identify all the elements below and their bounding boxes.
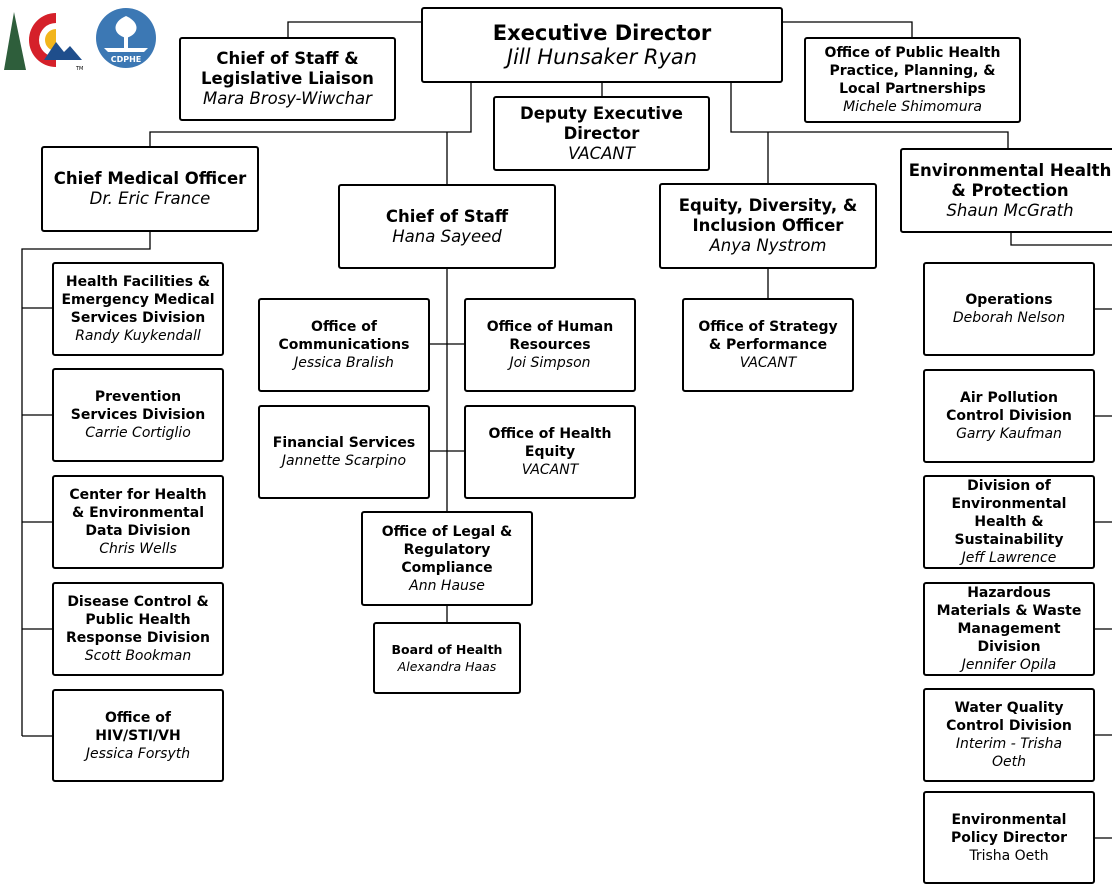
environmental-policy-director-name: Trisha Oeth (969, 847, 1049, 864)
public-health-practice-name: Michele Shimomura (843, 99, 982, 115)
hiv-sti-vh-box[interactable]: Office of HIV/STI/VH Jessica Forsyth (52, 689, 224, 782)
chief-of-staff-legislative-name: Mara Brosy-Wiwchar (203, 89, 372, 108)
human-resources-title: Office of Human Resources (486, 319, 614, 353)
health-environmental-data-box[interactable]: Center for Health & Environmental Data D… (52, 475, 224, 569)
legal-regulatory-box[interactable]: Office of Legal & Regulatory Compliance … (361, 511, 533, 606)
chief-of-staff-title: Chief of Staff (385, 206, 509, 226)
hiv-sti-vh-name: Jessica Forsyth (85, 745, 191, 762)
operations-title: Operations (965, 292, 1053, 308)
health-facilities-ems-name: Randy Kuykendall (75, 328, 201, 344)
hazardous-materials-title: Hazardous Materials & Waste Management D… (936, 585, 1082, 655)
deputy-director-title: Deputy Executive Director (520, 103, 683, 143)
board-of-health-name: Alexandra Haas (397, 659, 497, 674)
logo-group: TM CDPHE (4, 4, 164, 72)
environmental-health-sustainability-title: Division of Environmental Health & Susta… (951, 478, 1067, 548)
health-equity-box[interactable]: Office of Health Equity VACANT (464, 405, 636, 499)
disease-control-title: Disease Control & Public Health Response… (66, 594, 210, 646)
environmental-policy-director-title: Environmental Policy Director (950, 811, 1068, 846)
board-of-health-box[interactable]: Board of Health Alexandra Haas (373, 622, 521, 694)
board-of-health-title: Board of Health (391, 642, 503, 657)
health-equity-title: Office of Health Equity (488, 426, 612, 460)
communications-title: Office of Communications (278, 319, 410, 353)
human-resources-box[interactable]: Office of Human Resources Joi Simpson (464, 298, 636, 392)
equity-diversity-inclusion-box[interactable]: Equity, Diversity, & Inclusion Officer A… (659, 183, 877, 269)
water-quality-control-box[interactable]: Water Quality Control Division Interim -… (923, 688, 1095, 782)
health-equity-name: VACANT (521, 462, 579, 478)
disease-control-box[interactable]: Disease Control & Public Health Response… (52, 582, 224, 676)
chief-of-staff-box[interactable]: Chief of Staff Hana Sayeed (338, 184, 556, 269)
prevention-services-name: Carrie Cortiglio (85, 425, 191, 441)
chief-of-staff-legislative-title: Chief of Staff & Legislative Liaison (201, 49, 374, 88)
health-facilities-ems-title: Health Facilities & Emergency Medical Se… (61, 274, 215, 326)
health-environmental-data-name: Chris Wells (99, 541, 177, 557)
environmental-health-protection-title: Environmental Health & Protection (908, 160, 1112, 200)
colorado-state-logo-icon: TM (4, 10, 86, 72)
chief-of-staff-name: Hana Sayeed (392, 226, 502, 246)
executive-director-title: Executive Director (492, 20, 712, 45)
prevention-services-title: Prevention Services Division (70, 389, 206, 423)
chief-of-staff-legislative-box[interactable]: Chief of Staff & Legislative Liaison Mar… (179, 37, 396, 121)
legal-regulatory-title: Office of Legal & Regulatory Compliance (381, 523, 513, 576)
cdphe-logo-text: CDPHE (111, 55, 142, 64)
hazardous-materials-name: Jennifer Opila (961, 657, 1057, 673)
strategy-performance-box[interactable]: Office of Strategy & Performance VACANT (682, 298, 854, 392)
financial-services-name: Jannette Scarpino (281, 453, 407, 469)
operations-name: Deborah Nelson (952, 310, 1066, 326)
executive-director-name: Jill Hunsaker Ryan (506, 44, 698, 69)
executive-director-box[interactable]: Executive Director Jill Hunsaker Ryan (421, 7, 783, 83)
chief-medical-officer-title: Chief Medical Officer (53, 169, 247, 188)
air-pollution-control-name: Garry Kaufman (956, 426, 1062, 442)
environmental-health-protection-name: Shaun McGrath (946, 200, 1074, 220)
financial-services-title: Financial Services (272, 435, 416, 451)
legal-regulatory-name: Ann Hause (409, 577, 485, 594)
equity-diversity-inclusion-name: Anya Nystrom (709, 236, 827, 255)
operations-box[interactable]: Operations Deborah Nelson (923, 262, 1095, 356)
chief-medical-officer-box[interactable]: Chief Medical Officer Dr. Eric France (41, 146, 259, 232)
environmental-health-sustainability-box[interactable]: Division of Environmental Health & Susta… (923, 475, 1095, 569)
cdphe-logo-icon: CDPHE (96, 8, 156, 68)
svg-text:TM: TM (75, 66, 83, 70)
public-health-practice-title: Office of Public Health Practice, Planni… (824, 45, 1001, 97)
health-facilities-ems-box[interactable]: Health Facilities & Emergency Medical Se… (52, 262, 224, 356)
deputy-director-box[interactable]: Deputy Executive Director VACANT (493, 96, 710, 171)
hazardous-materials-box[interactable]: Hazardous Materials & Waste Management D… (923, 582, 1095, 676)
water-quality-control-name: Interim - Trisha Oeth (955, 736, 1063, 770)
strategy-performance-title: Office of Strategy & Performance (698, 319, 838, 353)
deputy-director-name: VACANT (568, 143, 635, 163)
water-quality-control-title: Water Quality Control Division (946, 700, 1072, 734)
health-environmental-data-title: Center for Health & Environmental Data D… (69, 487, 207, 539)
environmental-policy-director-box[interactable]: Environmental Policy Director Trisha Oet… (923, 791, 1095, 884)
air-pollution-control-title: Air Pollution Control Division (946, 390, 1072, 424)
environmental-health-protection-box[interactable]: Environmental Health & Protection Shaun … (900, 148, 1112, 233)
equity-diversity-inclusion-title: Equity, Diversity, & Inclusion Officer (678, 196, 858, 235)
human-resources-name: Joi Simpson (509, 355, 591, 371)
air-pollution-control-box[interactable]: Air Pollution Control Division Garry Kau… (923, 369, 1095, 463)
prevention-services-box[interactable]: Prevention Services Division Carrie Cort… (52, 368, 224, 462)
public-health-practice-box[interactable]: Office of Public Health Practice, Planni… (804, 37, 1021, 123)
disease-control-name: Scott Bookman (84, 648, 192, 664)
strategy-performance-name: VACANT (739, 355, 797, 371)
chief-medical-officer-name: Dr. Eric France (89, 189, 211, 208)
hiv-sti-vh-title: Office of HIV/STI/VH (95, 709, 181, 744)
pine-tree-shape (4, 12, 26, 70)
communications-box[interactable]: Office of Communications Jessica Bralish (258, 298, 430, 392)
financial-services-box[interactable]: Financial Services Jannette Scarpino (258, 405, 430, 499)
environmental-health-sustainability-name: Jeff Lawrence (961, 550, 1057, 566)
communications-name: Jessica Bralish (294, 355, 394, 371)
